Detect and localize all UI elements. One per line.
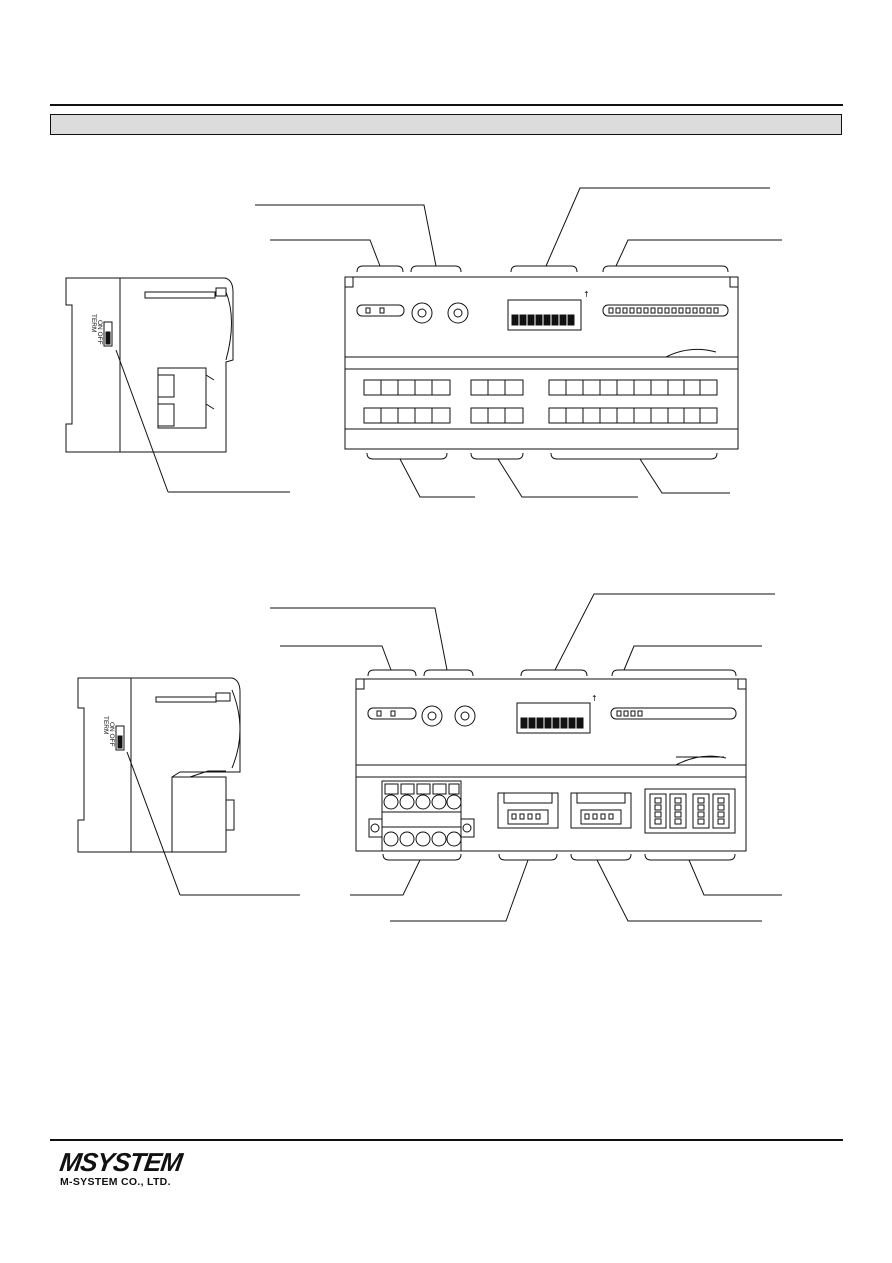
company-logo: MSYSTEM M-SYSTEM CO., LTD. (57, 1147, 190, 1196)
top-led-window (356, 304, 405, 317)
bottom-dip-levers (520, 717, 584, 729)
bottom-side-view: TERM ON OFF (77, 677, 300, 896)
bottom-connector-2 (570, 792, 632, 829)
footer-rule (50, 1139, 843, 1141)
top-terminal-row-1 (363, 379, 718, 396)
top-terminal-row-2 (363, 407, 718, 424)
header-rule (50, 104, 843, 106)
bottom-pluggable-terminal (368, 780, 475, 852)
bottom-front-view: ↑ (270, 593, 782, 922)
top-status-leds (608, 307, 719, 314)
bottom-onoff-label: ON OFF (108, 722, 115, 747)
bottom-dip-arrow: ↑ (591, 694, 598, 703)
bottom-connector-3 (644, 788, 736, 834)
top-term-label: TERM (90, 314, 97, 332)
top-dip-switch (507, 299, 582, 331)
logo-wordmark: MSYSTEM (57, 1147, 184, 1177)
top-dip-levers (511, 314, 575, 326)
company-name: M-SYSTEM CO., LTD. (60, 1176, 171, 1188)
top-rotary-switch-2 (447, 302, 469, 324)
bottom-term-label: TERM (102, 716, 109, 734)
top-front-view: ↑ (255, 187, 782, 498)
bottom-rotary-switch-2 (454, 705, 476, 727)
top-side-view: TERM ON OFF (65, 277, 290, 493)
bottom-rotary-switch-1 (421, 705, 443, 727)
bottom-connector-1 (497, 792, 559, 829)
bottom-dip-switch (516, 702, 591, 734)
bottom-status-led-bar (610, 707, 737, 720)
section-title-bar (50, 114, 842, 135)
top-status-led-bar (602, 304, 729, 317)
top-dip-arrow: ↑ (583, 290, 590, 299)
top-rotary-switch-1 (411, 302, 433, 324)
top-onoff-label: ON OFF (96, 320, 103, 345)
bottom-led-window (367, 707, 417, 720)
